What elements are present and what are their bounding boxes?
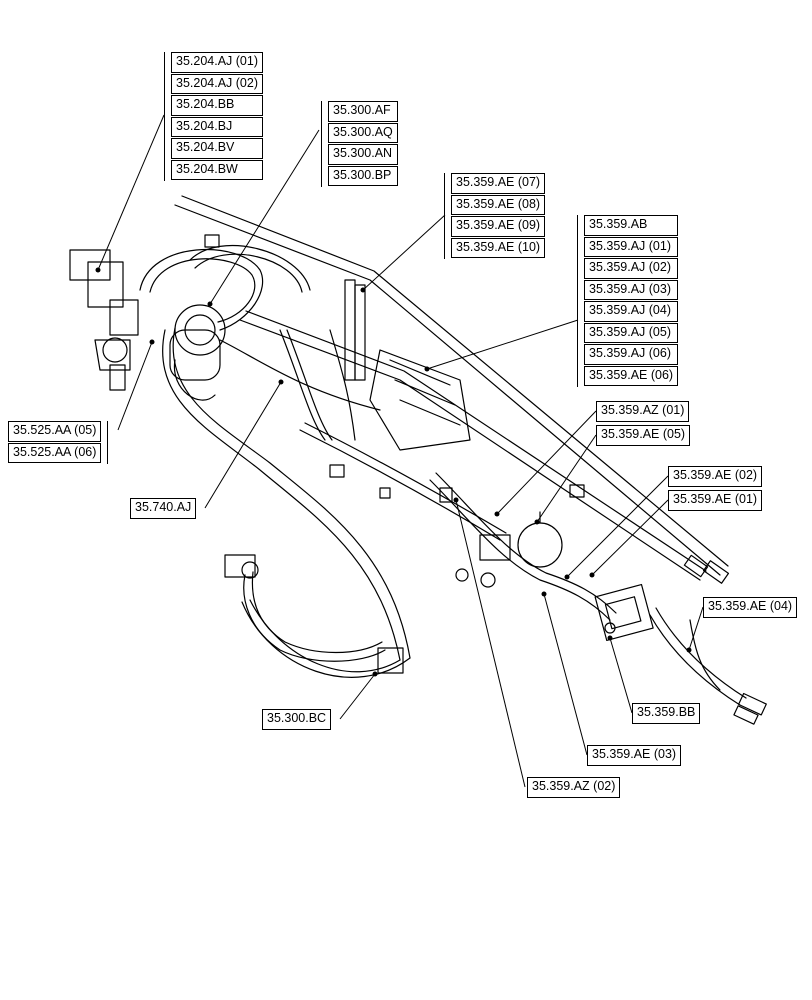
part-label[interactable]: 35.300.BC [262, 709, 332, 730]
part-label[interactable]: 35.359.AE (09) [451, 216, 546, 237]
part-label[interactable]: 35.204.AJ (01) [171, 52, 263, 73]
label-35-359-ae-02: 35.359.AE (02) [668, 466, 763, 488]
part-label[interactable]: 35.300.AN [328, 144, 398, 165]
part-label[interactable]: 35.359.AJ (02) [584, 258, 679, 279]
right-valve-block [594, 583, 654, 642]
label-35-359-az-02: 35.359.AZ (02) [527, 777, 621, 799]
accumulator-hoses [299, 422, 617, 621]
label-group-35-359-ab-aj: 35.359.AB 35.359.AJ (01) 35.359.AJ (02) … [577, 215, 679, 387]
part-label[interactable]: 35.525.AA (06) [8, 442, 102, 463]
loose-hose [224, 554, 404, 674]
leader-lines [97, 114, 704, 788]
bracket [444, 173, 445, 259]
tee-fitting [455, 534, 511, 588]
part-label[interactable]: 35.359.AJ (06) [584, 344, 679, 365]
label-35-359-ae-05: 35.359.AE (05) [596, 425, 691, 447]
rigid-tube-upper [174, 195, 729, 576]
label-group-35-300: 35.300.AF 35.300.AQ 35.300.AN 35.300.BP [321, 101, 398, 187]
part-label[interactable]: 35.204.BV [171, 138, 263, 159]
label-35-359-ae-04: 35.359.AE (04) [703, 597, 798, 619]
part-label[interactable]: 35.359.AZ (02) [527, 777, 621, 798]
label-35-300-bc: 35.300.BC [262, 709, 332, 731]
bracket [577, 215, 578, 387]
label-group-35-359-ae-07-10: 35.359.AE (07) 35.359.AE (08) 35.359.AE … [444, 173, 546, 259]
label-35-359-ae-01: 35.359.AE (01) [668, 490, 763, 512]
rigid-tube-lower [239, 310, 707, 581]
bracket [107, 421, 109, 464]
part-label[interactable]: 35.359.AB [584, 215, 679, 236]
part-label[interactable]: 35.204.BW [171, 159, 263, 180]
part-label[interactable]: 35.359.AE (07) [451, 173, 546, 194]
part-label[interactable]: 35.359.AE (02) [668, 466, 763, 487]
label-35-359-bb: 35.359.BB [632, 703, 701, 725]
part-label[interactable]: 35.359.AJ (05) [584, 322, 679, 343]
part-label[interactable]: 35.359.AZ (01) [596, 401, 690, 422]
leader-dots [95, 267, 692, 677]
bracket [164, 52, 165, 181]
part-label[interactable]: 35.359.AE (05) [596, 425, 691, 446]
loop-hose-lower [162, 327, 411, 678]
hose-clamps [204, 234, 585, 503]
label-35-359-ae-03: 35.359.AE (03) [587, 745, 682, 767]
outlet-hoses [649, 607, 767, 725]
part-label[interactable]: 35.300.BP [328, 165, 398, 186]
part-label[interactable]: 35.525.AA (05) [8, 421, 102, 442]
part-label[interactable]: 35.204.BB [171, 95, 263, 116]
label-group-35-525: 35.525.AA (05) 35.525.AA (06) [8, 421, 109, 464]
part-label[interactable]: 35.740.AJ [130, 498, 197, 519]
label-35-359-az-01: 35.359.AZ (01) [596, 401, 690, 423]
bracket [321, 101, 322, 187]
drop-hoses [219, 329, 381, 441]
center-control-unit [169, 304, 226, 401]
label-35-740-aj: 35.740.AJ [130, 498, 197, 520]
part-label[interactable]: 35.300.AF [328, 101, 398, 122]
part-label[interactable]: 35.359.AJ (03) [584, 279, 679, 300]
part-label[interactable]: 35.359.AE (10) [451, 237, 546, 258]
part-label[interactable]: 35.359.BB [632, 703, 701, 724]
part-label[interactable]: 35.204.BJ [171, 116, 263, 137]
part-label[interactable]: 35.359.AE (06) [584, 365, 679, 386]
part-label[interactable]: 35.300.AQ [328, 122, 398, 143]
accumulator-sphere [517, 511, 563, 568]
center-manifold [344, 279, 471, 451]
part-label[interactable]: 35.359.AE (03) [587, 745, 682, 766]
part-label[interactable]: 35.204.AJ (02) [171, 73, 263, 94]
part-label[interactable]: 35.359.AE (01) [668, 490, 763, 511]
tube-end-fittings [683, 554, 730, 584]
loop-hose-upper [139, 245, 311, 331]
part-label[interactable]: 35.359.AE (04) [703, 597, 798, 618]
part-label[interactable]: 35.359.AJ (01) [584, 236, 679, 257]
left-valve-block [69, 249, 139, 391]
label-group-35-204: 35.204.AJ (01) 35.204.AJ (02) 35.204.BB … [164, 52, 263, 181]
part-label[interactable]: 35.359.AJ (04) [584, 301, 679, 322]
part-label[interactable]: 35.359.AE (08) [451, 194, 546, 215]
